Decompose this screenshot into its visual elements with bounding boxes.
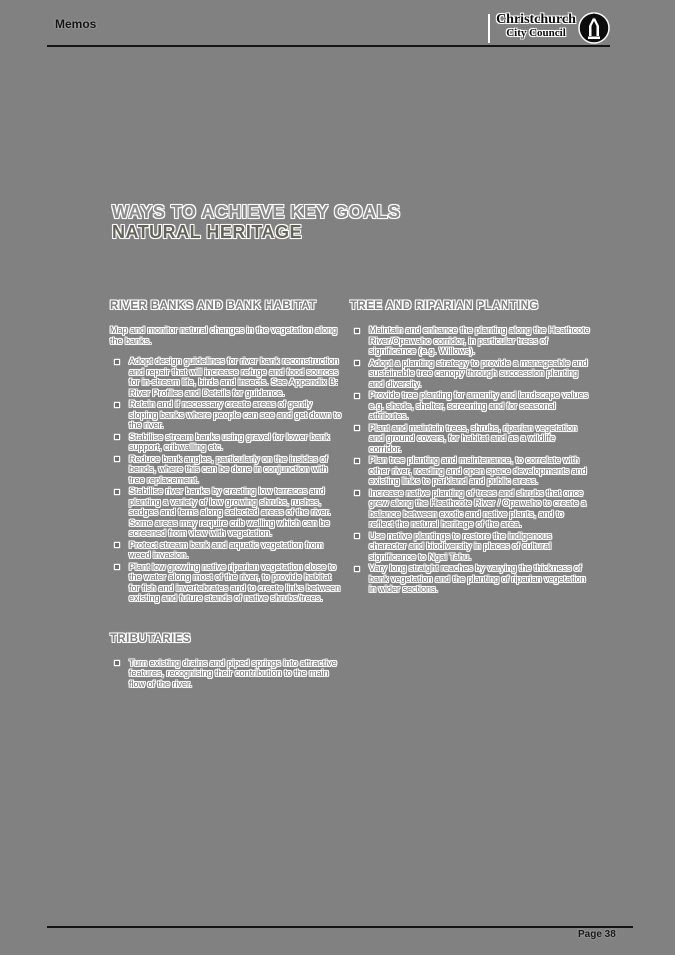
bullet-text: Plant low growing native riparian vegeta… xyxy=(129,561,341,604)
bullet-item: Plant and maintain trees, shrubs, ripari… xyxy=(350,423,590,455)
bullet-item: Adopt a planting strategy to provide a m… xyxy=(350,358,590,390)
bullet-marker xyxy=(114,401,120,408)
section: TREE AND RIPARIAN PLANTING Maintain and e… xyxy=(350,300,590,595)
bullet-list: Adopt design guidelines for river bank r… xyxy=(110,356,342,604)
bullet-text: Stabilise stream banks using gravel for … xyxy=(129,431,330,453)
bullet-item: Plant low growing native riparian vegeta… xyxy=(110,562,342,604)
right-column: TREE AND RIPARIAN PLANTING Maintain and e… xyxy=(350,300,590,596)
bullet-item: Vary long straight reaches by varying th… xyxy=(350,563,590,595)
section: TRIBUTARIES Turn existing drains and pipe… xyxy=(110,633,342,690)
bullet-text: Protect stream bank and aquatic vegetati… xyxy=(129,539,324,561)
bullet-marker xyxy=(354,565,360,572)
bullet-marker xyxy=(354,533,360,539)
bullet-text: Use native plantings to restore the indi… xyxy=(369,530,552,562)
bullet-list: Maintain and enhance the planting along … xyxy=(350,325,590,595)
bullet-text: Reduce bank angles, particularly on the … xyxy=(129,453,328,485)
header-rule xyxy=(47,45,610,47)
bullet-text: Increase native planting of trees and sh… xyxy=(369,487,587,530)
bullet-marker xyxy=(354,457,360,464)
bullet-item: Reduce bank angles, particularly on the … xyxy=(110,454,342,486)
bullet-marker xyxy=(114,358,120,365)
bullet-marker xyxy=(114,564,120,570)
footer-rule xyxy=(47,926,633,928)
bullet-text: Provide tree planting for amenity and la… xyxy=(369,390,589,421)
bullet-item: Use native plantings to restore the indi… xyxy=(350,531,590,563)
council-logo-text: Christchurch City Council xyxy=(494,12,578,39)
bullet-marker xyxy=(354,327,360,334)
bullet-text: Vary long straight reaches by varying th… xyxy=(369,563,586,594)
bullet-item: Protect stream bank and aquatic vegetati… xyxy=(110,540,342,561)
left-column: RIVER BANKS AND BANK HABITAT Map and moni… xyxy=(110,300,342,690)
bullet-marker xyxy=(114,434,120,440)
bullet-text: Maintain and enhance the planting along … xyxy=(369,325,590,356)
bullet-item: Stabilise river banks by creating low te… xyxy=(110,486,342,539)
page-title-line2: NATURAL HERITAGE xyxy=(112,222,302,242)
bullet-marker xyxy=(354,490,360,496)
cathedral-icon xyxy=(578,12,610,44)
bullet-marker xyxy=(354,425,360,431)
bullet-item: Increase native planting of trees and sh… xyxy=(350,488,590,530)
page-title-line1: WAYS TO ACHIEVE KEY GOALS xyxy=(112,202,401,222)
bullet-text: Retain and if necessary create areas of … xyxy=(129,399,342,430)
bullet-list: Turn existing drains and piped springs i… xyxy=(110,658,342,690)
bullet-item: Provide tree planting for amenity and la… xyxy=(350,390,590,422)
bullet-item: Retain and if necessary create areas of … xyxy=(110,399,342,431)
bullet-item: Plan tree planting and maintenance, to c… xyxy=(350,455,590,487)
section-intro: Map and monitor natural changes in the v… xyxy=(110,325,338,346)
bullet-marker xyxy=(354,392,360,399)
bullet-text: Turn existing drains and piped springs i… xyxy=(129,657,337,689)
section: RIVER BANKS AND BANK HABITAT Map and moni… xyxy=(110,300,342,604)
bullet-marker xyxy=(114,542,120,548)
bullet-marker xyxy=(114,456,120,462)
bullet-marker xyxy=(114,488,120,495)
doc-header-title: Memos xyxy=(55,17,97,31)
bullet-text: Stabilise river banks by creating low te… xyxy=(129,486,331,538)
logo-line2: City Council xyxy=(506,26,566,39)
bullet-item: Maintain and enhance the planting along … xyxy=(350,325,590,357)
page-number: Page 38 xyxy=(578,929,616,940)
section-heading: RIVER BANKS AND BANK HABITAT xyxy=(110,300,317,312)
bullet-text: Plan tree planting and maintenance, to c… xyxy=(369,455,587,486)
bullet-text: Adopt design guidelines for river bank r… xyxy=(129,356,339,398)
bullet-marker xyxy=(114,660,120,666)
bullet-item: Stabilise stream banks using gravel for … xyxy=(110,432,342,453)
page-title: WAYS TO ACHIEVE KEY GOALS NATURAL HERITA… xyxy=(112,202,401,242)
bullet-item: Adopt design guidelines for river bank r… xyxy=(110,356,342,398)
council-logo: Christchurch City Council xyxy=(488,12,610,45)
section-heading: TREE AND RIPARIAN PLANTING xyxy=(350,300,539,312)
logo-divider xyxy=(488,14,490,43)
bullet-text: Adopt a planting strategy to provide a m… xyxy=(369,357,588,389)
bullet-item: Turn existing drains and piped springs i… xyxy=(110,658,342,690)
logo-line1: Christchurch xyxy=(496,12,576,27)
bullet-marker xyxy=(354,360,360,366)
section-heading: TRIBUTARIES xyxy=(110,632,191,645)
bullet-text: Plant and maintain trees, shrubs, ripari… xyxy=(369,422,578,454)
